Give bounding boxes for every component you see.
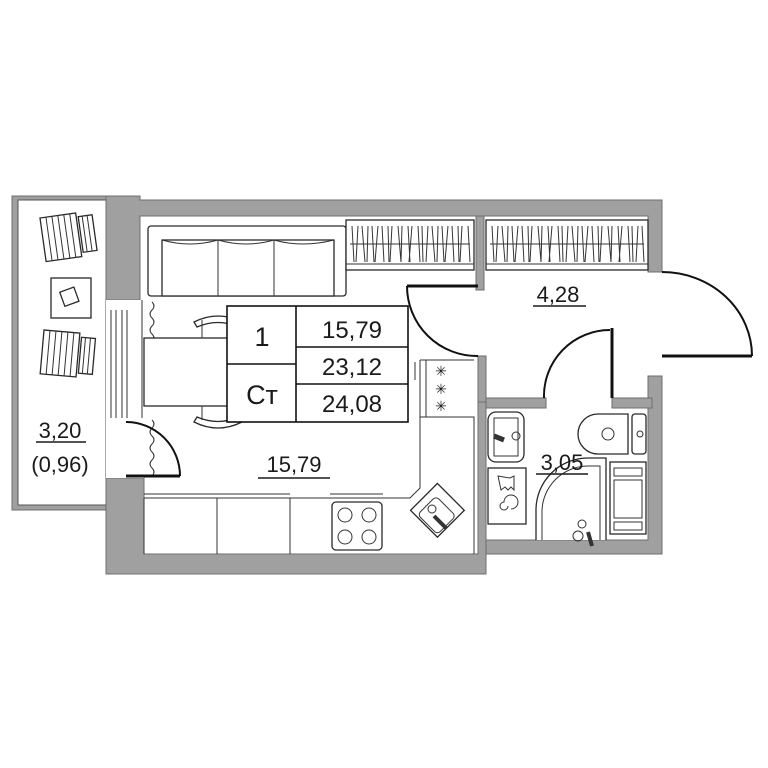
kitchen-sink: [409, 482, 466, 539]
balcony-chair-top: [39, 212, 98, 263]
balcony-table: [50, 277, 92, 319]
balcony-chair-bottom: [39, 329, 97, 378]
hallway-area-label: 4,28: [537, 282, 580, 307]
balcony: 3,20 (0,96): [11, 195, 109, 511]
wall-bottom: [105, 375, 663, 575]
shower: [535, 457, 607, 547]
bathroom-door[interactable]: [542, 328, 614, 399]
toilet: [577, 413, 647, 455]
wall-bath-top-right: [611, 397, 653, 409]
living-area-value: 15,79: [322, 317, 382, 344]
towel-dryer: [609, 461, 647, 535]
total-area-value: 23,12: [322, 354, 382, 381]
hallway-door-to-living[interactable]: [406, 284, 479, 358]
entrance-door[interactable]: [661, 271, 753, 358]
balcony-door[interactable]: [125, 421, 181, 478]
wall-partition-top: [475, 215, 485, 291]
wall-bath-top-left: [485, 397, 547, 409]
svg-text:✳: ✳: [435, 363, 447, 379]
total-area-with-balcony-value: 24,08: [322, 391, 382, 418]
rooms-count: 1: [254, 322, 269, 352]
cooktop: [331, 501, 383, 551]
summary-table: 1 Ст 15,79 23,12 24,08: [226, 305, 409, 423]
wall-partition-mid: [477, 355, 487, 403]
bathroom: 3,05: [487, 411, 647, 547]
svg-text:✳: ✳: [435, 398, 447, 414]
washing-machine: [487, 467, 527, 525]
hallway: 4,28: [533, 282, 586, 307]
wardrobe-right: [485, 219, 649, 271]
balcony-area-label: 3,20: [39, 418, 82, 443]
kitchen-counter: [143, 359, 475, 554]
fridge-vents: ✳ ✳ ✳: [435, 363, 447, 414]
washbasin: [487, 411, 525, 463]
window-left: [106, 300, 144, 478]
walls: [105, 195, 663, 575]
living-area-label: 15,79: [266, 452, 321, 477]
wardrobe-left: [345, 219, 475, 271]
apartment-type: Ст: [246, 380, 278, 410]
svg-text:✳: ✳: [435, 381, 447, 397]
sofa: [147, 225, 347, 297]
balcony-reduced-area-label: (0,96): [31, 452, 88, 477]
bathroom-area-label: 3,05: [541, 450, 584, 475]
